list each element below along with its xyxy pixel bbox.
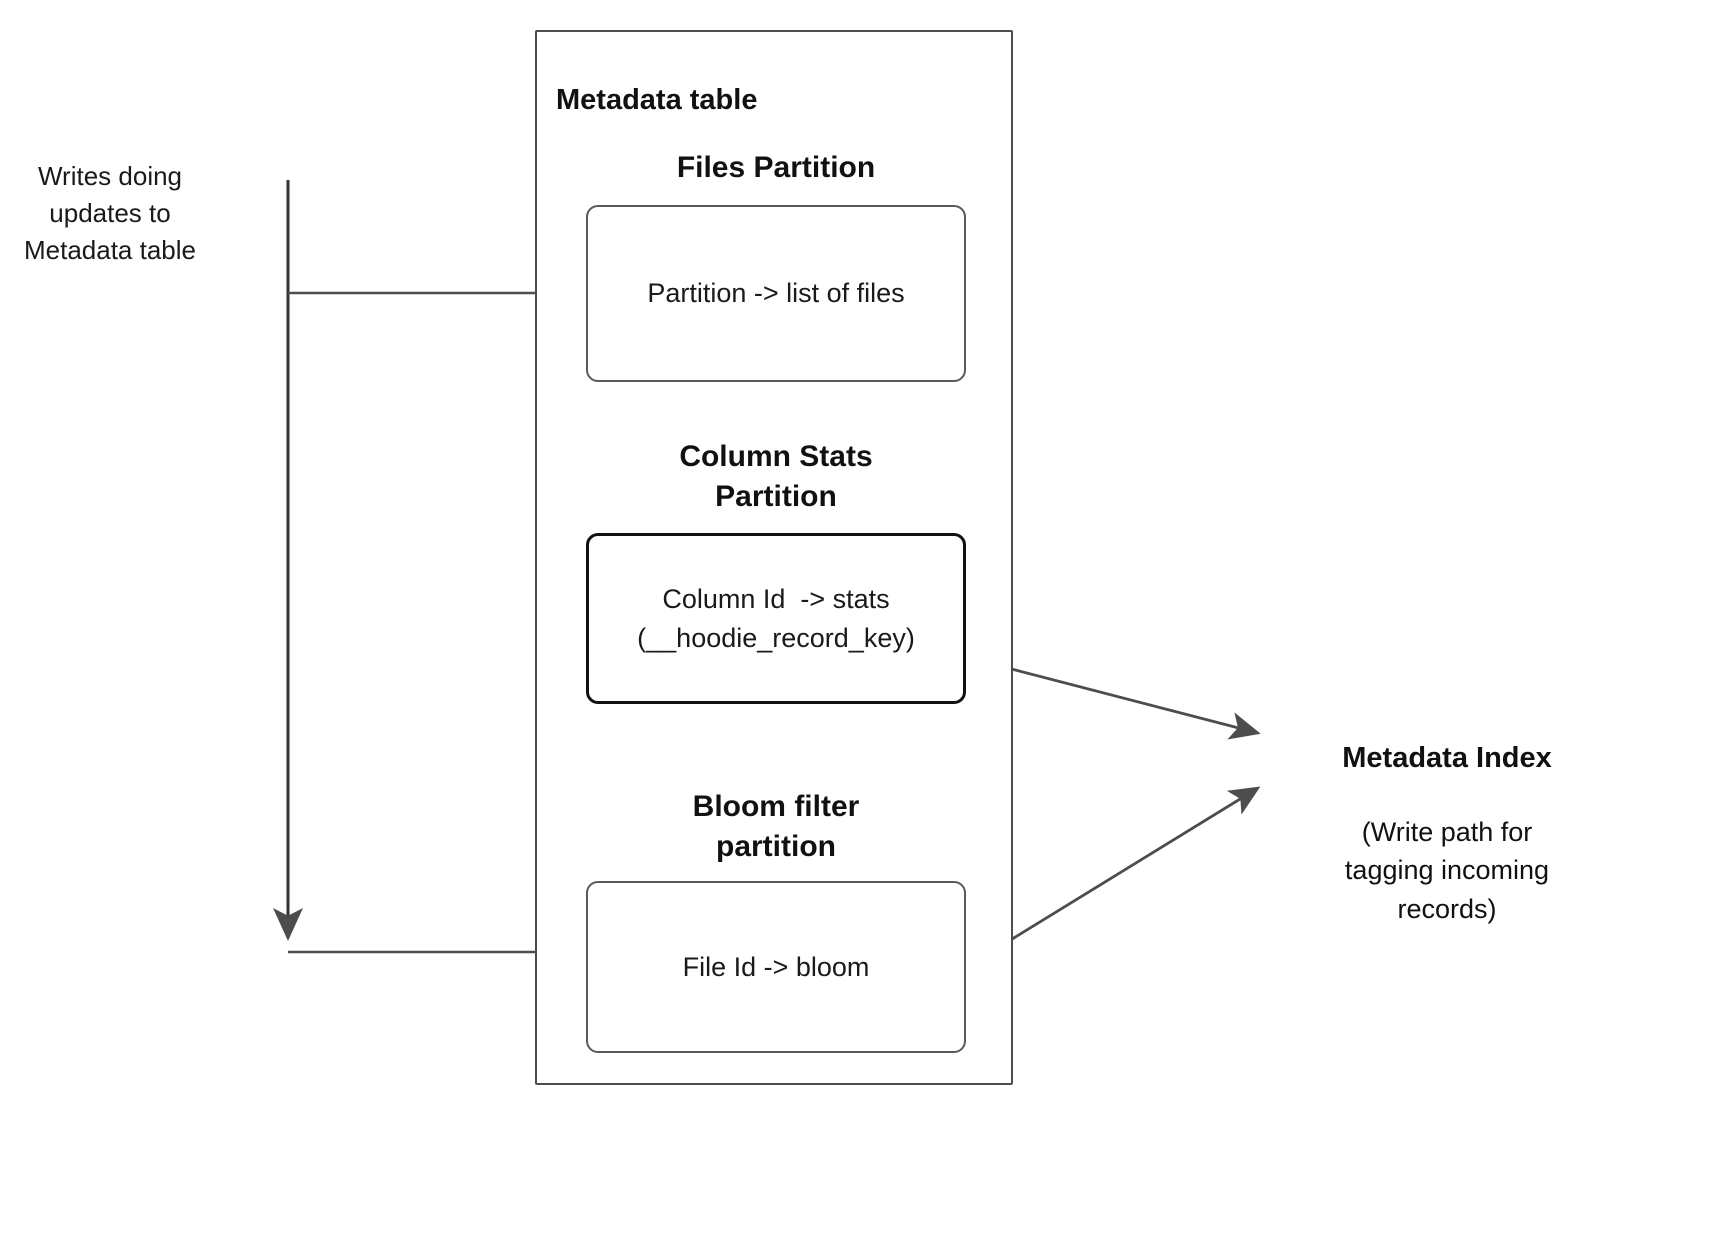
column-stats-partition-box[interactable]: Column Id -> stats (__hoodie_record_key) (586, 533, 966, 704)
metadata-table-title: Metadata table (556, 84, 758, 116)
bloom-filter-partition-box[interactable]: File Id -> bloom (586, 881, 966, 1053)
column-stats-partition-heading: Column Stats Partition (679, 440, 873, 513)
metadata-index-title: Metadata Index (1342, 742, 1552, 774)
files-partition-box-text: Partition -> list of files (647, 278, 905, 309)
write-path-note: Writes doing updates to Metadata table (23, 161, 196, 265)
bloom-filter-partition-heading: Bloom filter partition (692, 790, 860, 863)
bloom-filter-partition-box-text: File Id -> bloom (682, 951, 870, 982)
metadata-index-caption: (Write path for tagging incoming records… (1344, 817, 1550, 924)
files-partition-box[interactable]: Partition -> list of files (586, 205, 966, 382)
column-stats-partition-box-text: Column Id -> stats (__hoodie_record_key) (637, 584, 915, 653)
files-partition-heading: Files Partition (676, 151, 876, 184)
